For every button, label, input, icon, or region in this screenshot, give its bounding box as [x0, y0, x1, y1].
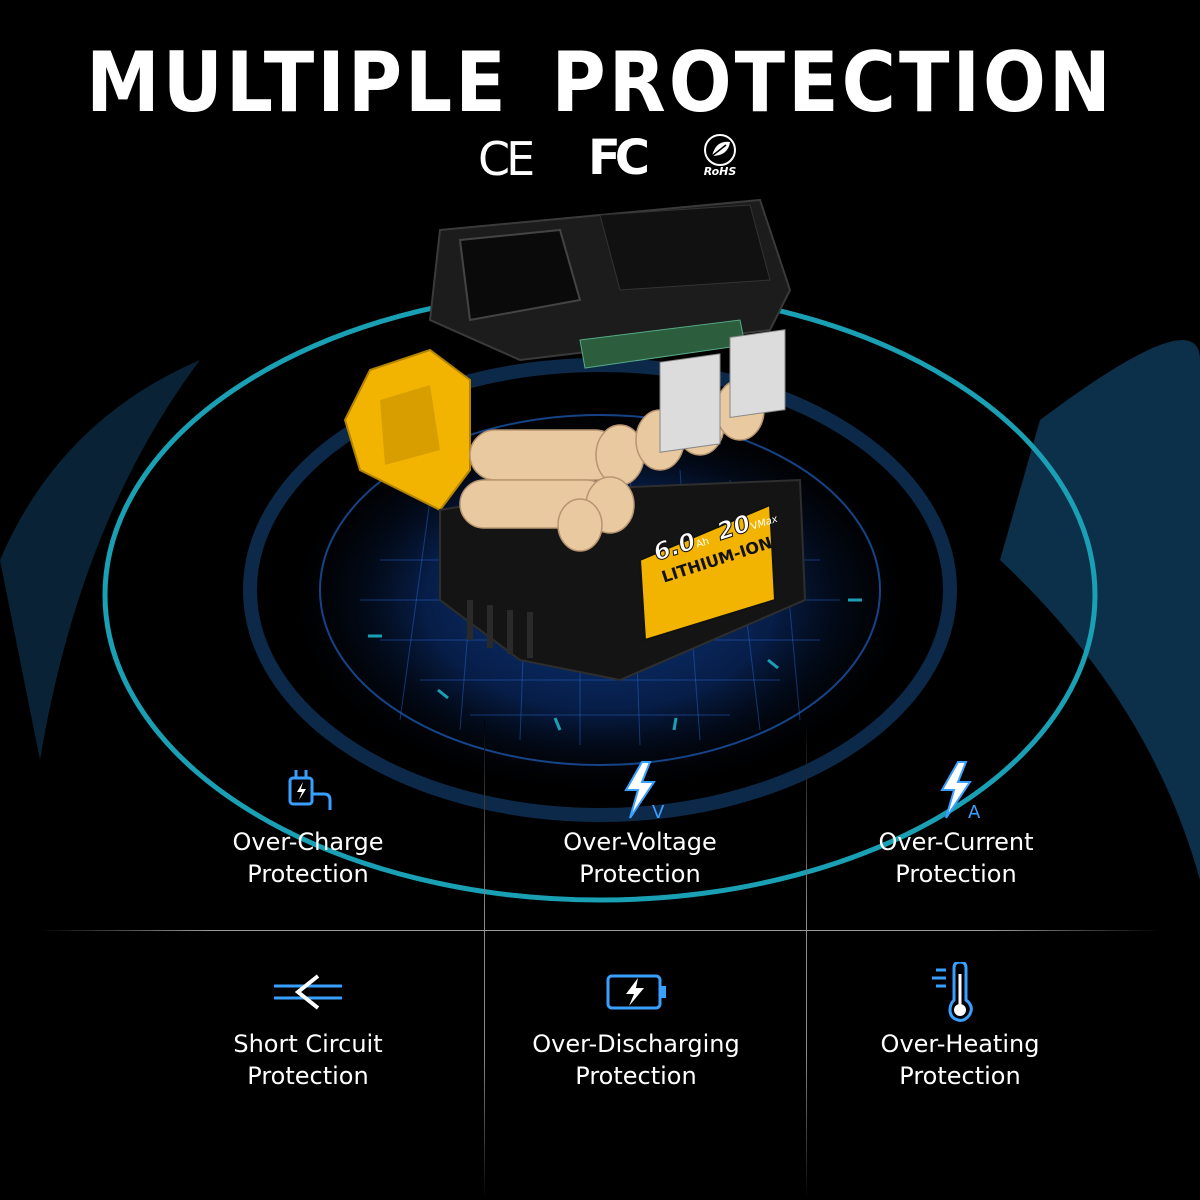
feature-label-line1: Over-Discharging: [532, 1030, 740, 1058]
ce-mark-icon: CE: [478, 132, 535, 186]
feature-label-line2: Protection: [247, 860, 369, 888]
short-circuit-arrows-icon: [274, 974, 342, 1010]
feature-over-voltage: V Over-Voltage Protection: [480, 760, 800, 890]
feature-label-line2: Protection: [579, 860, 701, 888]
feature-label-line2: Protection: [575, 1062, 697, 1090]
feature-label-line1: Over-Charge: [232, 828, 384, 856]
grid-divider-horizontal: [40, 930, 1160, 931]
left-swoosh: [0, 360, 200, 760]
feature-label-line2: Protection: [247, 1062, 369, 1090]
battery-capacity-unit: Ah: [694, 536, 711, 551]
plug-charge-icon: [288, 770, 332, 810]
ring-ticks: [368, 598, 862, 731]
inner-ring: [319, 414, 881, 766]
feature-over-discharging: Over-Discharging Protection: [476, 962, 796, 1092]
feature-label-line1: Over-Current: [878, 828, 1034, 856]
rohs-leaf-icon: RoHS: [694, 132, 746, 180]
certification-row: CE FC RoHS: [0, 128, 1200, 188]
feature-short-circuit: Short Circuit Protection: [148, 962, 468, 1092]
feature-label-line1: Over-Voltage: [563, 828, 717, 856]
battery-discharge-icon: [606, 974, 666, 1010]
grid-divider-vertical-2: [806, 720, 807, 1200]
rohs-label: RoHS: [703, 165, 737, 178]
svg-text:A: A: [968, 802, 981, 820]
right-swoosh: [1000, 340, 1200, 880]
page-title: MULTIPLE PROTECTION: [86, 34, 1114, 132]
fcc-mark-icon: FC: [588, 130, 650, 186]
feature-label-line2: Protection: [899, 1062, 1021, 1090]
feature-over-current: A Over-Current Protection: [796, 760, 1116, 890]
battery-illustration: [343, 198, 807, 682]
feature-label-line1: Over-Heating: [880, 1030, 1040, 1058]
feature-over-heating: Over-Heating Protection: [800, 962, 1120, 1092]
feature-over-charge: Over-Charge Protection: [148, 760, 468, 890]
lightning-v-icon: V: [624, 761, 665, 820]
feature-label-line2: Protection: [895, 860, 1017, 888]
battery-voltage-suffix: Max: [756, 513, 780, 531]
svg-text:V: V: [652, 802, 665, 820]
feature-label-line1: Short Circuit: [233, 1030, 383, 1058]
lightning-a-icon: A: [940, 761, 981, 820]
grid-divider-vertical-1: [484, 720, 485, 1200]
thermometer-icon: [932, 962, 973, 1022]
